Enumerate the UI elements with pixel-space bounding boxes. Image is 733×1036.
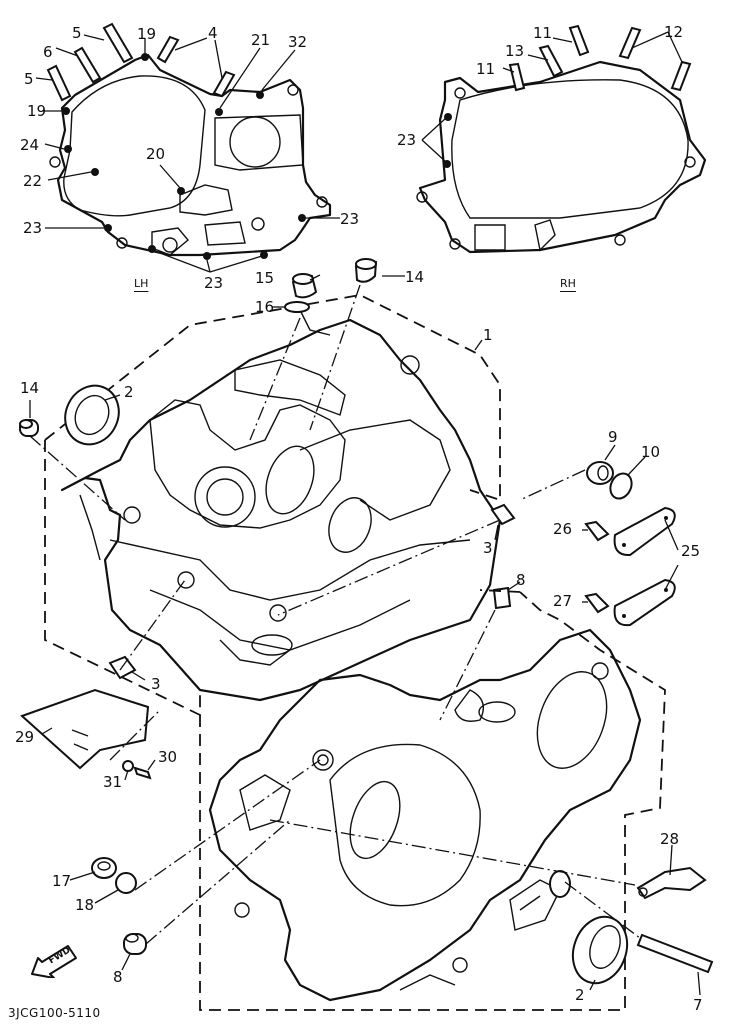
callout-23d: 23 bbox=[397, 131, 417, 149]
alignment-lines bbox=[29, 284, 641, 945]
callout-18: 18 bbox=[75, 896, 95, 914]
callout-22: 22 bbox=[23, 172, 43, 190]
lower-crankcase-half bbox=[208, 628, 642, 1002]
callout-16: 16 bbox=[255, 298, 275, 316]
callout-2: 2 bbox=[124, 383, 134, 401]
callout-31: 31 bbox=[103, 773, 123, 791]
forward-arrow-icon bbox=[31, 945, 77, 978]
rh-stud-bolts bbox=[508, 24, 692, 92]
callout-23a: 23 bbox=[23, 219, 43, 237]
callout-4: 4 bbox=[208, 24, 218, 42]
callout-28: 28 bbox=[660, 830, 680, 848]
rh-callout-dots bbox=[443, 113, 452, 168]
callout-2b: 2 bbox=[575, 986, 585, 1004]
callout-27: 27 bbox=[553, 592, 573, 610]
part-26-screw bbox=[584, 520, 610, 542]
callout-6: 6 bbox=[43, 43, 53, 61]
side-label-rh: RH bbox=[560, 277, 576, 290]
lh-leader-lines bbox=[35, 34, 340, 273]
callout-11: 11 bbox=[533, 24, 553, 42]
part-14-dowel-left bbox=[19, 419, 39, 437]
callout-24: 24 bbox=[20, 136, 40, 154]
callout-20: 20 bbox=[146, 145, 166, 163]
part-18-o-ring bbox=[115, 872, 137, 894]
callout-1: 1 bbox=[483, 326, 493, 344]
callout-21: 21 bbox=[251, 31, 271, 49]
part-7-stud-bolt bbox=[636, 933, 714, 974]
part-27-screw bbox=[584, 592, 610, 614]
callout-32: 32 bbox=[288, 33, 308, 51]
part-30-bolt bbox=[133, 766, 152, 780]
callout-23b: 23 bbox=[340, 210, 360, 228]
callout-12: 12 bbox=[664, 23, 684, 41]
upper-crankcase-half bbox=[60, 309, 502, 702]
callout-23c: 23 bbox=[204, 274, 224, 292]
callout-26: 26 bbox=[553, 520, 573, 538]
callout-25: 25 bbox=[681, 542, 701, 560]
callout-8b: 8 bbox=[113, 968, 123, 986]
lh-callout-dots bbox=[62, 53, 306, 260]
rh-crankcase-outline bbox=[416, 60, 707, 254]
callout-29: 29 bbox=[15, 728, 35, 746]
callout-8: 8 bbox=[516, 571, 526, 589]
part-15-collar bbox=[291, 273, 318, 299]
callout-30: 30 bbox=[158, 748, 178, 766]
callout-19: 19 bbox=[137, 25, 157, 43]
part-3-dowel-right bbox=[490, 503, 516, 526]
crankcase-group-boundary-upper bbox=[44, 294, 501, 717]
callout-11b: 11 bbox=[476, 60, 496, 78]
part-10-o-ring bbox=[609, 472, 633, 500]
callout-13: 13 bbox=[505, 42, 525, 60]
part-2-oil-seal-lower bbox=[571, 915, 629, 985]
callout-14: 14 bbox=[405, 268, 425, 286]
crankcase-group-boundary-lower bbox=[199, 589, 666, 1011]
lh-stud-bolts bbox=[46, 22, 236, 102]
callout-7: 7 bbox=[693, 996, 703, 1014]
lh-crankcase-outline bbox=[49, 53, 332, 257]
part-31-washer bbox=[122, 760, 134, 772]
callout-5b: 5 bbox=[24, 70, 34, 88]
callout-14b: 14 bbox=[20, 379, 40, 397]
part-8-dowel-lower bbox=[123, 933, 147, 955]
part-8-dowel-upper bbox=[492, 586, 512, 610]
callout-3b: 3 bbox=[151, 675, 161, 693]
callout-17: 17 bbox=[52, 872, 72, 890]
callout-5: 5 bbox=[72, 24, 82, 42]
part-9-collar bbox=[586, 461, 614, 485]
rh-leader-lines bbox=[421, 31, 683, 163]
diagram-code: 3JCG100-5110 bbox=[8, 1006, 101, 1020]
part-2-oil-seal-upper bbox=[64, 384, 120, 446]
side-label-lh: LH bbox=[134, 277, 149, 290]
part-29-guide bbox=[20, 688, 150, 770]
part-14-dowel-upper bbox=[354, 258, 378, 283]
callout-3: 3 bbox=[483, 539, 493, 557]
part-28-holder bbox=[636, 866, 707, 900]
part-17-collar bbox=[91, 857, 117, 879]
body-leader-lines bbox=[29, 274, 701, 996]
part-25-plate-upper bbox=[613, 506, 676, 557]
part-16-o-ring bbox=[284, 301, 310, 313]
callout-9: 9 bbox=[608, 428, 618, 446]
part-25-plate-lower bbox=[613, 578, 676, 627]
callout-19b: 19 bbox=[27, 102, 47, 120]
callout-10: 10 bbox=[641, 443, 661, 461]
callout-15: 15 bbox=[255, 269, 275, 287]
